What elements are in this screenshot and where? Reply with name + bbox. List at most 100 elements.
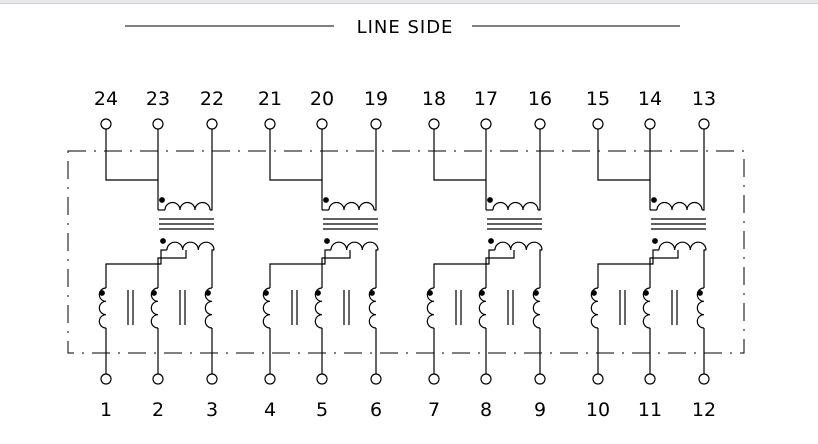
top-pin-label-20: 20 — [310, 88, 334, 110]
polarity-dot — [591, 290, 597, 296]
polarity-dot — [99, 290, 105, 296]
polarity-dot — [324, 238, 330, 244]
polarity-dot — [159, 197, 165, 203]
top-pin-label-22: 22 — [200, 88, 224, 110]
bottom-pin-terminal — [100, 373, 112, 385]
top-lead-c — [538, 129, 540, 210]
top-pin-terminal — [206, 118, 218, 130]
polarity-dot — [151, 290, 157, 296]
polarity-dot — [488, 238, 494, 244]
channel-4 — [591, 118, 710, 385]
window-top-band — [0, 0, 818, 4]
polarity-dot — [315, 290, 321, 296]
choke-winding — [99, 288, 106, 328]
bottom-winding — [495, 242, 542, 250]
choke-winding — [205, 288, 212, 328]
bottom-lead-c — [376, 250, 378, 288]
top-pin-label-13: 13 — [692, 88, 716, 110]
bottom-pin-label-9: 9 — [534, 399, 546, 421]
bottom-pin-terminal — [698, 373, 710, 385]
bottom-lead-a — [106, 250, 167, 288]
choke-winding — [591, 288, 598, 328]
bottom-lead-c — [704, 250, 706, 288]
bottom-pin-terminal — [592, 373, 604, 385]
polarity-dot — [479, 290, 485, 296]
choke-winding — [427, 288, 434, 328]
bottom-lead-a — [434, 250, 495, 288]
bottom-lead-c — [540, 250, 542, 288]
bottom-lead-b — [486, 250, 514, 288]
polarity-dot — [205, 290, 211, 296]
polarity-dot — [643, 290, 649, 296]
bottom-pin-label-12: 12 — [692, 399, 716, 421]
top-pin-terminal — [370, 118, 382, 130]
bottom-pin-label-8: 8 — [480, 399, 492, 421]
bottom-pin-terminal — [428, 373, 440, 385]
top-lead-c — [210, 129, 212, 210]
title-group: LINE SIDE — [125, 17, 680, 38]
polarity-dot — [427, 290, 433, 296]
polarity-dot — [487, 197, 493, 203]
bottom-lead-b — [158, 250, 186, 288]
bottom-winding — [331, 242, 378, 250]
top-winding — [165, 203, 210, 210]
package-outline — [68, 151, 744, 353]
choke-winding — [315, 288, 322, 328]
top-pin-terminal — [592, 118, 604, 130]
polarity-dot — [160, 238, 166, 244]
channel-2 — [263, 118, 382, 385]
top-pin-terminal — [644, 118, 656, 130]
top-pin-terminal — [698, 118, 710, 130]
polarity-dot — [323, 197, 329, 203]
bottom-pin-label-10: 10 — [586, 399, 610, 421]
top-lead-c — [702, 129, 704, 210]
title-line-side: LINE SIDE — [357, 17, 454, 38]
polarity-dot — [697, 290, 703, 296]
bottom-pin-label-1: 1 — [100, 399, 112, 421]
top-pin-label-15: 15 — [586, 88, 610, 110]
bottom-lead-a — [598, 250, 659, 288]
bottom-winding — [167, 242, 214, 250]
bottom-pin-label-11: 11 — [638, 399, 662, 421]
top-pin-terminal — [152, 118, 164, 130]
top-pin-label-19: 19 — [364, 88, 388, 110]
bottom-pin-label-3: 3 — [206, 399, 218, 421]
bottom-lead-b — [322, 250, 350, 288]
polarity-dot — [533, 290, 539, 296]
bottom-winding — [659, 242, 706, 250]
choke-winding — [263, 288, 270, 328]
top-pin-terminal — [264, 118, 276, 130]
polarity-dot — [263, 290, 269, 296]
bottom-pin-terminal — [480, 373, 492, 385]
top-pin-label-23: 23 — [146, 88, 170, 110]
top-pin-label-16: 16 — [528, 88, 552, 110]
bottom-pin-terminal — [206, 373, 218, 385]
channels — [99, 118, 710, 385]
choke-winding — [533, 288, 540, 328]
bottom-pin-terminal — [264, 373, 276, 385]
top-pin-terminal — [480, 118, 492, 130]
top-pin-label-18: 18 — [422, 88, 446, 110]
bottom-pin-label-7: 7 — [428, 399, 440, 421]
polarity-dot — [651, 197, 657, 203]
top-lead-a — [270, 129, 322, 210]
channel-3 — [427, 118, 546, 385]
top-pin-label-14: 14 — [638, 88, 662, 110]
top-lead-a — [598, 129, 650, 210]
bottom-pin-label-5: 5 — [316, 399, 328, 421]
top-pin-label-17: 17 — [474, 88, 498, 110]
bottom-pin-label-4: 4 — [264, 399, 276, 421]
top-lead-a — [106, 129, 158, 210]
bottom-pin-terminal — [152, 373, 164, 385]
bottom-lead-c — [212, 250, 214, 288]
top-pin-terminal — [316, 118, 328, 130]
bottom-lead-a — [270, 250, 331, 288]
bottom-pin-terminal — [316, 373, 328, 385]
bottom-pin-terminal — [370, 373, 382, 385]
bottom-pin-label-6: 6 — [370, 399, 382, 421]
top-pin-terminal — [534, 118, 546, 130]
choke-winding — [151, 288, 158, 328]
choke-winding — [643, 288, 650, 328]
